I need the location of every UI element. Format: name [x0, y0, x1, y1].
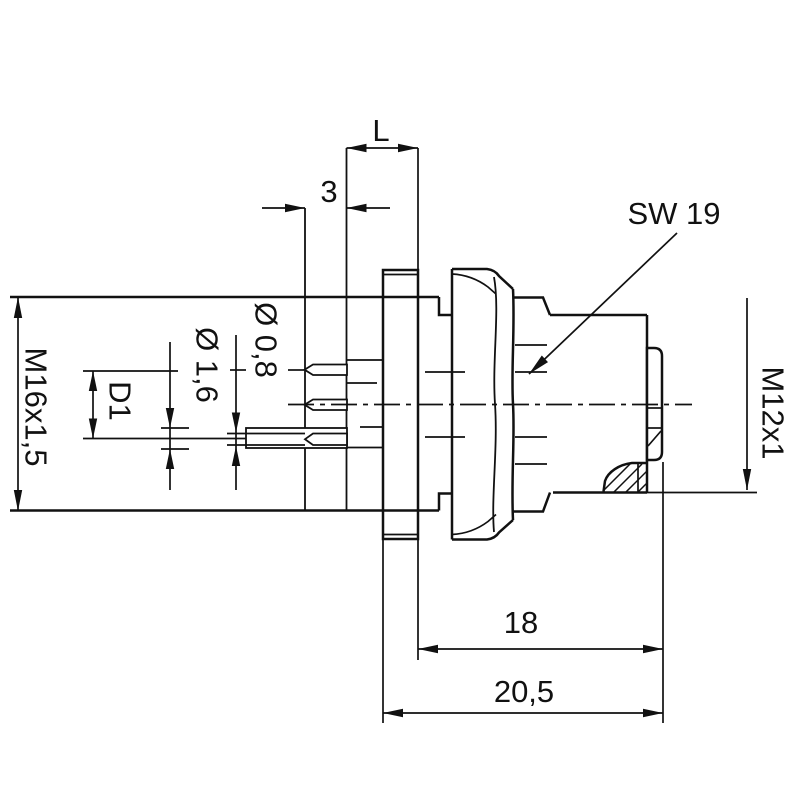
- dim-20-5: 20,5: [382, 539, 663, 723]
- pin-middle: [302, 398, 348, 411]
- solder-pins: [227, 363, 348, 449]
- dim-dia-0-8: Ø 0,8: [230, 302, 304, 490]
- section-boundary: [602, 461, 647, 492]
- arrow-right: [643, 708, 663, 718]
- label-m12x1: M12x1: [756, 366, 791, 459]
- dim-d1: D1: [83, 370, 246, 440]
- collar-neck: [425, 297, 465, 511]
- arrow-leader: [529, 355, 548, 374]
- section-cut: [602, 461, 647, 492]
- arrow-left: [346, 203, 367, 213]
- arrow-left: [418, 644, 438, 654]
- nut-front-top: [513, 296, 552, 316]
- dim-m12: M12x1: [742, 298, 791, 490]
- label-m16x15: M16x1,5: [19, 348, 54, 467]
- dim-18-label: 18: [504, 605, 538, 640]
- dim-3: 3: [262, 174, 390, 213]
- dim-dia-1-6: Ø 1,6: [161, 327, 225, 490]
- nut-bottom-silhouette: [452, 519, 514, 541]
- arrow-down: [231, 412, 241, 433]
- arrow-down: [742, 469, 752, 490]
- arrow-up: [231, 446, 241, 466]
- label-sw19: SW 19: [627, 196, 720, 231]
- dim-l-label: L: [372, 113, 389, 148]
- nut-bottom-inner-chamfer: [451, 513, 497, 536]
- arrow-down: [13, 490, 23, 511]
- label-d1: D1: [103, 381, 138, 421]
- label-dia-0-8: Ø 0,8: [249, 302, 284, 378]
- arrow-down: [88, 418, 98, 439]
- pin-top: [302, 363, 348, 376]
- dim-m16: M16x1,5: [13, 297, 54, 511]
- arrow-up: [88, 371, 98, 391]
- dim-sw19: SW 19: [528, 196, 721, 375]
- arrow-right: [285, 203, 305, 213]
- dim-l: L: [346, 113, 419, 270]
- arrow-left: [383, 708, 403, 718]
- collar-step-bottom: [437, 492, 452, 511]
- arrow-left: [346, 143, 367, 153]
- arrow-right: [643, 644, 663, 654]
- nut-front-bottom: [513, 492, 552, 513]
- arrow-up: [165, 449, 175, 469]
- pin-bottom: [303, 432, 348, 446]
- dim-18: 18: [417, 462, 664, 723]
- collar-step: [437, 297, 452, 317]
- nut-top-inner-chamfer: [451, 273, 497, 295]
- label-dia-1-6: Ø 1,6: [190, 327, 225, 403]
- lip-keyway: [647, 430, 662, 447]
- dim-3-label: 3: [320, 174, 337, 209]
- arrow-up: [13, 297, 23, 318]
- nut-top-silhouette: [452, 267, 514, 290]
- sw19-leader: [528, 232, 678, 375]
- dim-20-5-label: 20,5: [494, 674, 554, 709]
- arrow-down: [165, 408, 175, 428]
- arrow-right: [398, 143, 418, 153]
- section-hatching: [603, 463, 647, 492]
